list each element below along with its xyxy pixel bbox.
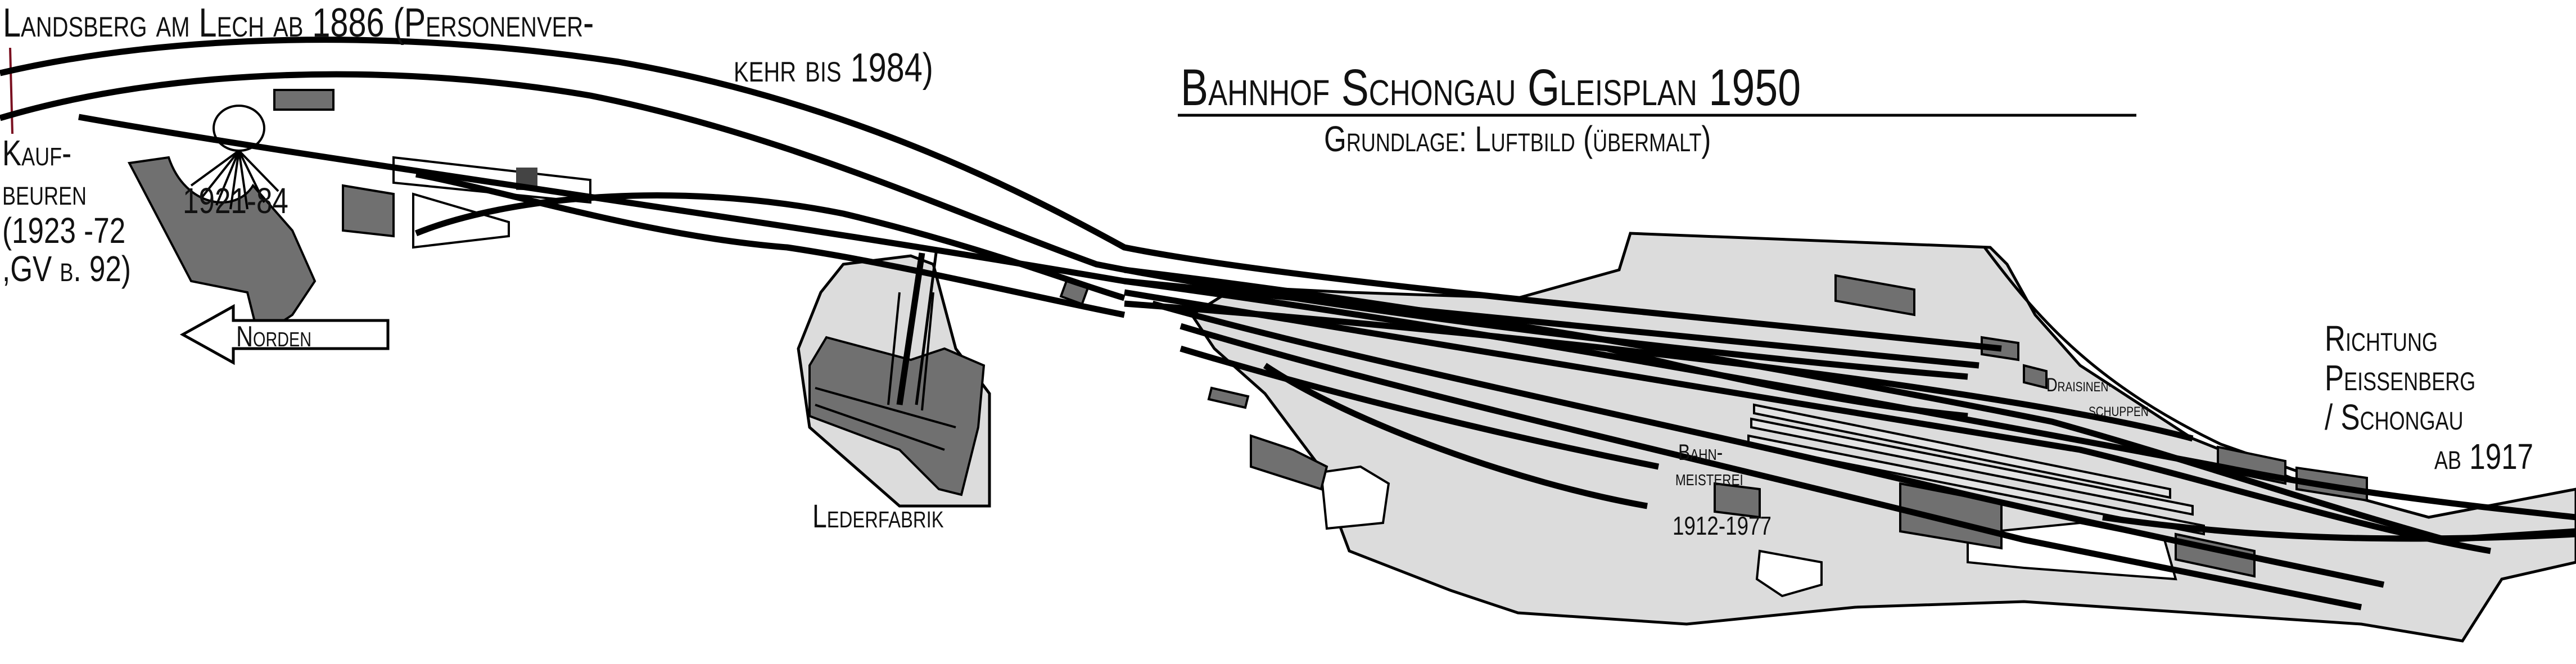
label-landsberg-1: Landsberg am Lech ab 1886 (Personenver- (3, 1, 594, 46)
label-richtung-3: / Schongau (2325, 397, 2464, 437)
roundhouse-stalls (190, 150, 279, 210)
road (1983, 246, 2317, 480)
roundhouse (127, 156, 317, 340)
platforms (1747, 403, 2205, 536)
tracks (0, 37, 2576, 611)
building (342, 184, 395, 238)
north-arrow-label: Norden (236, 320, 312, 353)
label-kaufbeuren-4: ,GV b. 92) (2, 249, 131, 289)
label-lederfabrik: Lederfabrik (812, 498, 944, 535)
factory-roof-lines (815, 292, 956, 451)
label-draisine-1: Draisinen- (2046, 374, 2114, 396)
building (273, 89, 335, 111)
label-richtung-4: ab 1917 (2434, 436, 2534, 477)
label-richtung-2: Peissenberg (2325, 358, 2476, 398)
label-kaufbeuren-3: (1923 -72 (2, 210, 126, 251)
label-richtung-1: Richtung (2325, 318, 2438, 359)
label-bahnmeisterei-years: 1912-1977 (1673, 511, 1771, 540)
label-landsberg-2: kehr bis 1984) (734, 46, 933, 91)
factory-building (808, 336, 986, 496)
open-area (1755, 549, 1823, 598)
open-area (1319, 465, 1390, 530)
north-arrow-shape (179, 304, 390, 365)
label-kaufbeuren-1: Kauf- (2, 133, 72, 173)
marker-line (9, 47, 13, 134)
subtitle: Grundlage: Luftbild (übermalt) (1324, 119, 1711, 159)
label-kaufbeuren-2: beuren (2, 172, 87, 213)
label-roundhouse-years: 1921-84 (183, 180, 288, 221)
label-bahnmeisterei-1: Bahn- (1678, 440, 1723, 465)
label-bahnmeisterei-2: meisterei (1675, 466, 1743, 490)
title: Bahnhof Schongau Gleisplan 1950 (1181, 59, 1801, 116)
label-draisine-2: schuppen (2089, 399, 2149, 421)
